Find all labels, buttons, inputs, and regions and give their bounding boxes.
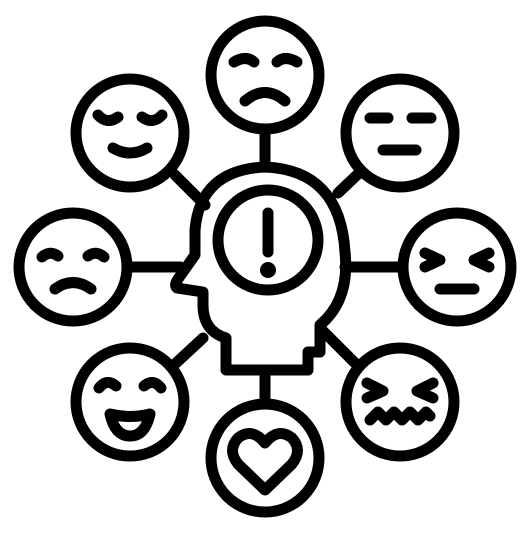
squinting-face-icon bbox=[397, 207, 517, 327]
connectors bbox=[122, 126, 409, 409]
sad-face-icon bbox=[13, 207, 133, 327]
heart-icon bbox=[205, 398, 325, 518]
laughing-face-icon bbox=[70, 342, 190, 462]
exclamation-dot bbox=[260, 262, 276, 278]
smirking-face-icon bbox=[70, 73, 190, 193]
head-with-exclamation-icon bbox=[170, 161, 352, 376]
confounded-face-icon bbox=[340, 342, 460, 462]
angry-face-icon bbox=[205, 15, 325, 135]
neutral-face-icon bbox=[340, 73, 460, 193]
